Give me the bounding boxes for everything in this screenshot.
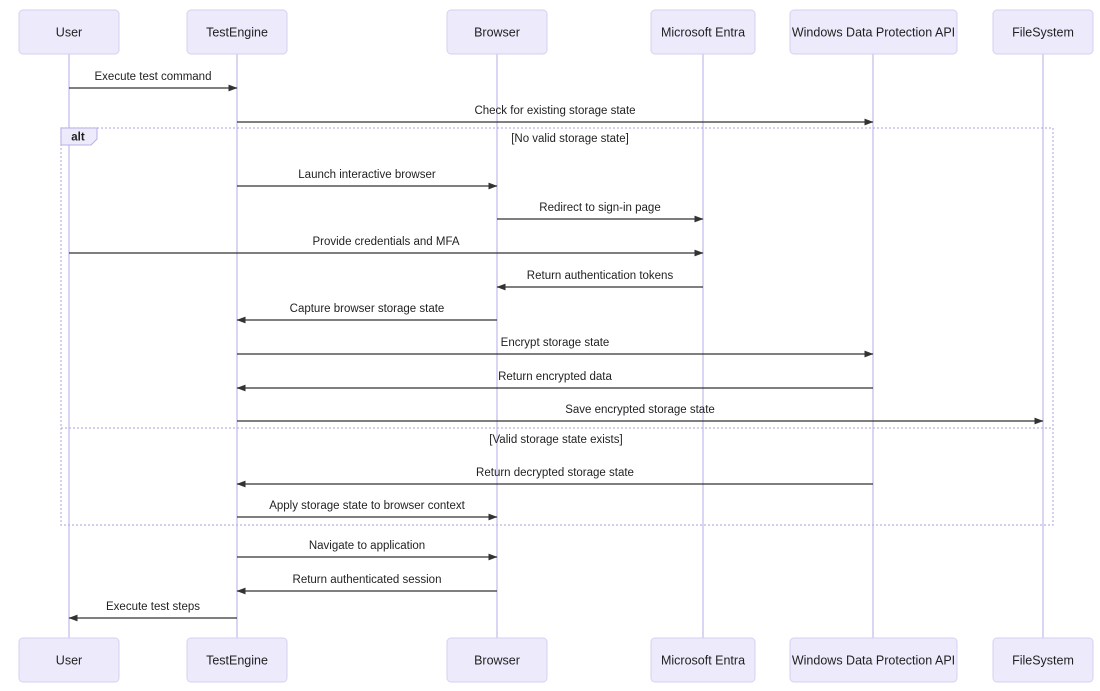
participant-label-browser: Browser [474, 653, 520, 667]
alt-fragment-frame [60, 127, 1054, 526]
participant-box-engine[interactable] [186, 9, 288, 55]
participant-box-fs[interactable] [992, 637, 1094, 683]
participant-entra-top[interactable]: Microsoft Entra [650, 9, 756, 55]
participant-label-browser: Browser [474, 25, 520, 39]
alt-operator-label: alt [71, 132, 85, 144]
participant-box-user[interactable] [18, 637, 120, 683]
alt-condition-label-0: [No valid storage state] [511, 133, 629, 145]
message-return-authenticated-session: Return authenticated session [236, 574, 497, 595]
participant-box-entra[interactable] [650, 637, 756, 683]
participant-box-browser[interactable] [446, 9, 548, 55]
message-apply-storage-state-to-browser-context: Apply storage state to browser context [237, 500, 498, 521]
participant-dpapi-top[interactable]: Windows Data Protection API [789, 9, 958, 55]
participant-label-fs: FileSystem [1012, 25, 1074, 39]
participant-box-fs[interactable] [992, 9, 1094, 55]
participant-footer-row: User TestEngine Browser Microsoft Entra Wind… [18, 637, 1094, 683]
alt-fragment: [No valid storage state] [Valid storage s… [60, 127, 1054, 526]
participant-label-user: User [56, 25, 82, 39]
message-provide-credentials-and-mfa: Provide credentials and MFA [69, 236, 704, 257]
message-label-9: Save encrypted storage state [565, 404, 715, 416]
message-label-5: Return authentication tokens [527, 270, 674, 282]
message-return-encrypted-data: Return encrypted data [236, 371, 873, 392]
message-label-3: Redirect to sign-in page [539, 202, 660, 214]
participant-label-dpapi: Windows Data Protection API [792, 653, 955, 667]
message-encrypt-storage-state: Encrypt storage state [237, 337, 874, 358]
message-execute-test-command: Execute test command [69, 71, 238, 92]
message-label-13: Return authenticated session [293, 574, 442, 586]
participant-label-dpapi: Windows Data Protection API [792, 25, 955, 39]
participant-box-browser[interactable] [446, 637, 548, 683]
message-label-0: Execute test command [95, 71, 212, 83]
participant-box-dpapi[interactable] [789, 9, 958, 55]
participant-fs-top[interactable]: FileSystem [992, 9, 1094, 55]
participant-browser-bottom[interactable]: Browser [446, 637, 548, 683]
participant-label-user: User [56, 653, 82, 667]
message-redirect-to-sign-in-page: Redirect to sign-in page [497, 202, 704, 223]
message-return-decrypted-storage-state: Return decrypted storage state [236, 467, 873, 488]
alt-operator-tab [60, 127, 98, 146]
message-return-authentication-tokens: Return authentication tokens [496, 270, 703, 291]
message-execute-test-steps: Execute test steps [68, 601, 237, 622]
participant-user-bottom[interactable]: User [18, 637, 120, 683]
participant-label-engine: TestEngine [206, 25, 268, 39]
message-label-14: Execute test steps [106, 601, 200, 613]
message-navigate-to-application: Navigate to application [237, 540, 498, 561]
participant-box-entra[interactable] [650, 9, 756, 55]
participant-box-engine[interactable] [186, 637, 288, 683]
lifelines-group [68, 54, 1044, 638]
message-label-10: Return decrypted storage state [476, 467, 634, 479]
message-check-for-existing-storage-state: Check for existing storage state [237, 105, 874, 126]
participant-label-entra: Microsoft Entra [661, 653, 745, 667]
message-label-8: Return encrypted data [498, 371, 612, 383]
participant-entra-bottom[interactable]: Microsoft Entra [650, 637, 756, 683]
participant-label-fs: FileSystem [1012, 653, 1074, 667]
message-label-11: Apply storage state to browser context [269, 500, 465, 512]
message-label-2: Launch interactive browser [298, 169, 436, 181]
message-launch-interactive-browser: Launch interactive browser [237, 169, 498, 190]
participant-dpapi-bottom[interactable]: Windows Data Protection API [789, 637, 958, 683]
message-label-7: Encrypt storage state [501, 337, 610, 349]
message-label-12: Navigate to application [309, 540, 425, 552]
participant-user-top[interactable]: User [18, 9, 120, 55]
participant-engine-bottom[interactable]: TestEngine [186, 637, 288, 683]
participant-fs-bottom[interactable]: FileSystem [992, 637, 1094, 683]
participant-box-dpapi[interactable] [789, 637, 958, 683]
message-label-4: Provide credentials and MFA [312, 236, 459, 248]
participant-label-engine: TestEngine [206, 653, 268, 667]
participant-header-row: User TestEngine Browser Microsoft Entra Wind… [18, 9, 1094, 55]
participant-browser-top[interactable]: Browser [446, 9, 548, 55]
message-label-1: Check for existing storage state [474, 105, 635, 117]
message-save-encrypted-storage-state: Save encrypted storage state [237, 404, 1044, 425]
alt-condition-label-1: [Valid storage state exists] [489, 434, 622, 446]
message-capture-browser-storage-state: Capture browser storage state [236, 303, 497, 324]
participant-label-entra: Microsoft Entra [661, 25, 745, 39]
participant-engine-top[interactable]: TestEngine [186, 9, 288, 55]
message-label-6: Capture browser storage state [290, 303, 445, 315]
participant-box-user[interactable] [18, 9, 120, 55]
